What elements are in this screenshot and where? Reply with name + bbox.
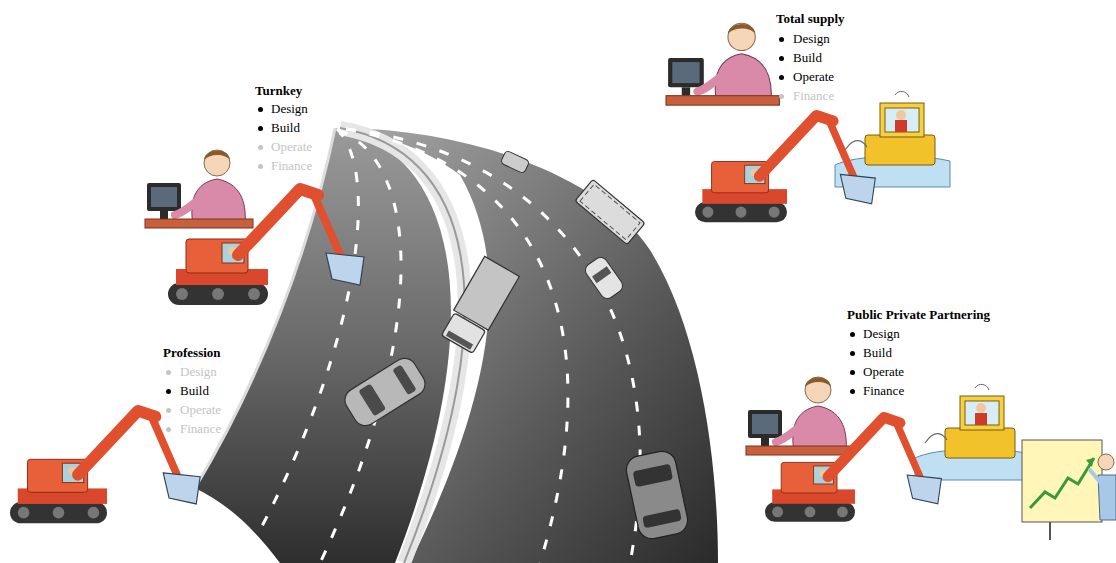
excavator-figure: [10, 411, 200, 524]
designer-figure: [145, 150, 253, 228]
included-task: Build: [863, 345, 892, 361]
bullet-dot: [166, 389, 171, 394]
car-window: [358, 384, 386, 417]
car-window: [633, 464, 673, 488]
included-task: Build: [271, 120, 300, 136]
bullet-dot: [166, 370, 171, 375]
lane-marking: [346, 129, 568, 563]
car: [500, 150, 529, 174]
excluded-task: Operate: [271, 139, 312, 155]
bullet-dot: [850, 351, 855, 356]
included-task: Design: [863, 326, 900, 342]
board-stand: [1049, 522, 1051, 540]
excavator-figure: [765, 417, 941, 521]
bullet-dot: [779, 94, 784, 99]
chart-trend: [1030, 458, 1094, 508]
bullet-dot: [779, 75, 784, 80]
guard-rail: [340, 128, 465, 563]
contract-heading: Public Private Partnering: [847, 307, 990, 323]
bullet-dot: [166, 427, 171, 432]
truck-window: [446, 330, 473, 349]
car-body: [624, 449, 690, 542]
contract-heading: Profession: [163, 345, 221, 361]
presenter-arm: [1090, 470, 1100, 482]
designer-figure: [666, 23, 779, 105]
excluded-task: Finance: [271, 158, 312, 174]
excluded-task: Operate: [180, 402, 221, 418]
designer-figure: [746, 377, 854, 455]
chart-board: [1022, 440, 1102, 522]
excavator-figure: [695, 116, 875, 223]
contract-heading: Total supply: [776, 11, 845, 27]
included-task: Operate: [863, 364, 904, 380]
bus-windows: [580, 184, 640, 239]
bullet-dot: [258, 164, 263, 169]
bullet-dot: [850, 332, 855, 337]
car-window: [642, 509, 682, 529]
excavator-figure: [168, 189, 364, 305]
car-body: [583, 255, 626, 302]
included-task: Design: [793, 31, 830, 47]
lane-marking: [320, 130, 401, 563]
included-task: Build: [180, 383, 209, 399]
truck: [440, 256, 520, 354]
car-body: [340, 354, 429, 430]
bullet-dot: [258, 126, 263, 131]
bus-body: [575, 179, 645, 244]
excluded-task: Design: [180, 364, 217, 380]
bullet-dot: [779, 56, 784, 61]
car-body: [500, 150, 529, 174]
included-task: Build: [793, 50, 822, 66]
bullet-dot: [779, 37, 784, 42]
presenter-head: [1098, 454, 1114, 470]
contract-heading: Turnkey: [255, 83, 302, 99]
excluded-task: Finance: [180, 421, 221, 437]
bullet-dot: [166, 408, 171, 413]
bullet-dot: [258, 145, 263, 150]
excluded-task: Finance: [793, 88, 834, 104]
finance-chart: [1022, 440, 1116, 540]
bullet-dot: [850, 389, 855, 394]
car-window: [592, 266, 611, 283]
car: [583, 255, 626, 302]
chart-arrowhead: [1086, 458, 1094, 467]
included-task: Operate: [793, 69, 834, 85]
car: [624, 449, 690, 542]
included-task: Finance: [863, 383, 904, 399]
bullet-dot: [850, 370, 855, 375]
operator-figure: [915, 384, 1030, 480]
car: [340, 354, 429, 430]
car-window: [392, 364, 416, 395]
bullet-dot: [258, 107, 263, 112]
included-task: Design: [271, 101, 308, 117]
road-median: [340, 128, 465, 563]
bus: [575, 179, 645, 244]
truck-cab: [441, 313, 485, 354]
